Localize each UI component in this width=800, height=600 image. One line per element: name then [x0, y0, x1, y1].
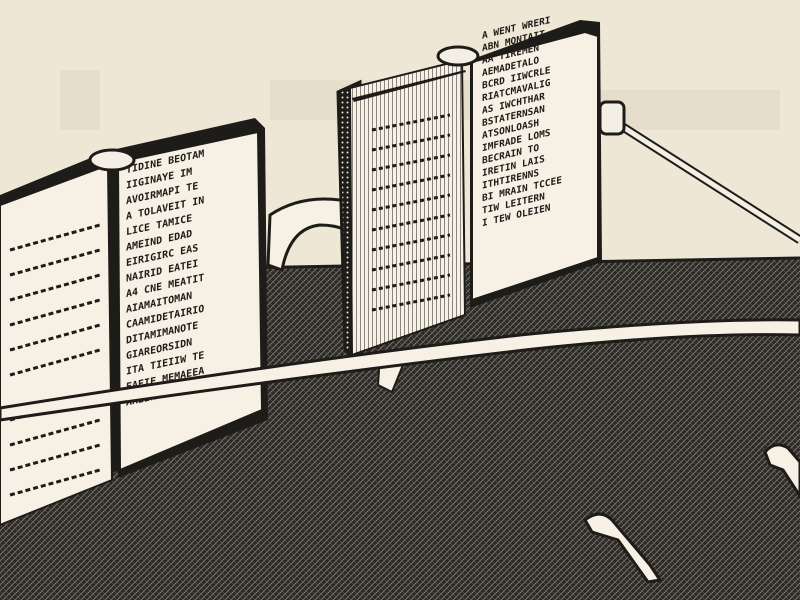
table-hook-left	[583, 512, 663, 584]
rod-clamp	[598, 100, 626, 136]
table-hook-right	[763, 443, 800, 499]
